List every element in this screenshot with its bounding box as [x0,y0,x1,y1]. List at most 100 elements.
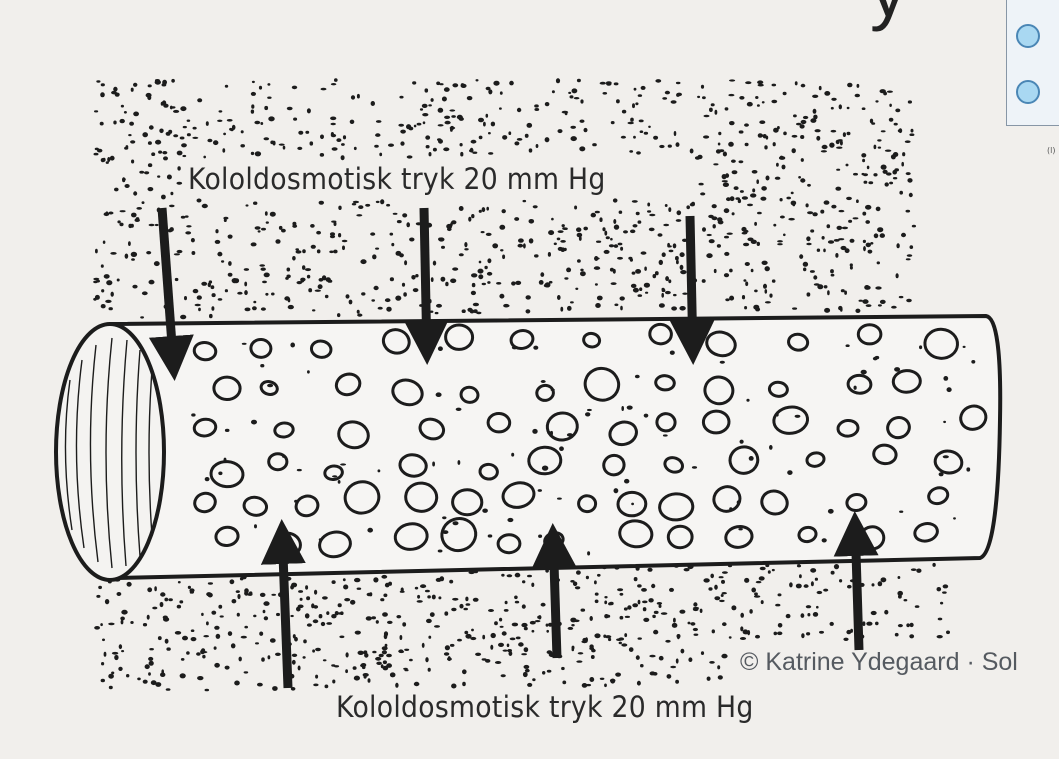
stipple-dot [963,346,966,348]
stipple-dot [381,575,387,579]
stipple-dot [465,597,468,602]
stipple-dot [253,615,256,618]
stipple-dot [745,81,751,84]
stipple-dot [133,112,139,117]
stipple-dot [266,221,269,223]
stipple-dot [450,279,456,284]
stipple-dot [703,135,709,138]
stipple-dot [375,133,380,137]
stipple-dot [260,593,266,597]
stipple-dot [632,272,636,275]
stipple-dot [579,236,582,241]
stipple-dot [675,680,679,684]
stipple-dot [403,292,407,296]
stipple-dot [276,613,280,616]
stipple-dot [292,256,296,261]
stipple-dot [846,344,850,347]
stipple-dot [201,648,205,653]
stipple-dot [867,166,870,170]
stipple-dot [690,203,695,207]
stipple-dot [866,243,871,248]
stipple-dot [853,173,858,176]
stipple-dot [725,298,729,301]
stipple-dot [510,638,516,641]
stipple-dot [514,141,519,145]
stipple-dot [720,361,725,364]
stipple-dot [836,169,840,171]
stipple-dot [627,605,631,609]
stipple-dot [597,574,601,577]
stipple-dot [670,351,675,355]
stipple-dot [638,220,642,223]
stipple-dot [511,281,516,285]
stipple-dot [297,147,302,150]
stipple-dot [614,225,619,230]
stipple-dot [512,346,517,350]
stipple-dot [155,224,159,226]
stipple-dot [585,412,590,416]
stipple-dot [529,238,534,243]
stipple-dot [610,679,615,684]
stipple-dot [627,406,633,410]
stipple-dot [241,636,247,639]
stipple-dot [723,182,729,187]
stipple-dot [208,593,213,598]
stipple-dot [212,293,216,297]
stipple-dot [642,601,648,604]
stipple-dot [127,582,132,587]
stipple-dot [940,602,943,605]
legend-circle-icon [1016,24,1040,48]
stipple-dot [640,664,644,667]
stipple-dot [846,197,852,200]
stipple-dot [499,618,502,622]
stipple-dot [130,140,135,143]
stipple-dot [159,129,163,134]
stipple-dot [234,681,240,686]
stipple-dot [149,224,155,227]
stipple-dot [822,145,828,149]
stipple-dot [376,201,380,203]
stipple-dot [376,620,379,624]
stipple-dot [181,216,186,219]
stipple-dot [556,78,560,83]
stipple-dot [525,669,530,673]
stipple-dot [249,591,253,595]
stipple-dot [157,175,160,177]
stipple-dot [915,605,920,608]
stipple-dot [777,243,783,245]
stipple-dot [251,152,254,155]
stipple-dot [471,140,477,144]
stipple-dot [665,91,670,95]
stipple-dot [558,230,564,233]
stipple-dot [701,651,704,655]
stipple-dot [395,683,398,688]
stipple-dot [659,303,665,308]
stipple-dot [109,686,113,689]
stipple-dot [756,581,762,583]
stipple-dot [378,469,381,472]
stipple-dot [502,631,507,635]
stipple-dot [571,624,574,626]
stipple-dot [479,210,482,213]
stipple-dot [755,635,760,639]
stipple-dot [815,129,821,132]
stipple-dot [283,146,286,150]
stipple-dot [136,207,142,210]
stipple-dot [671,100,677,103]
stipple-dot [386,654,392,658]
stipple-dot [625,616,630,618]
stipple-dot [417,123,422,126]
stipple-dot [142,132,148,137]
stipple-dot [143,680,148,684]
stipple-dot [315,675,318,679]
stipple-dot [124,147,128,150]
stipple-dot [862,212,866,216]
stipple-dot [540,272,544,277]
stipple-dot [177,182,183,185]
stipple-dot [840,140,843,145]
stipple-dot [835,187,841,191]
stipple-dot [538,489,542,492]
stipple-dot [812,212,817,216]
stipple-dot [136,217,140,220]
stipple-dot [600,82,606,85]
